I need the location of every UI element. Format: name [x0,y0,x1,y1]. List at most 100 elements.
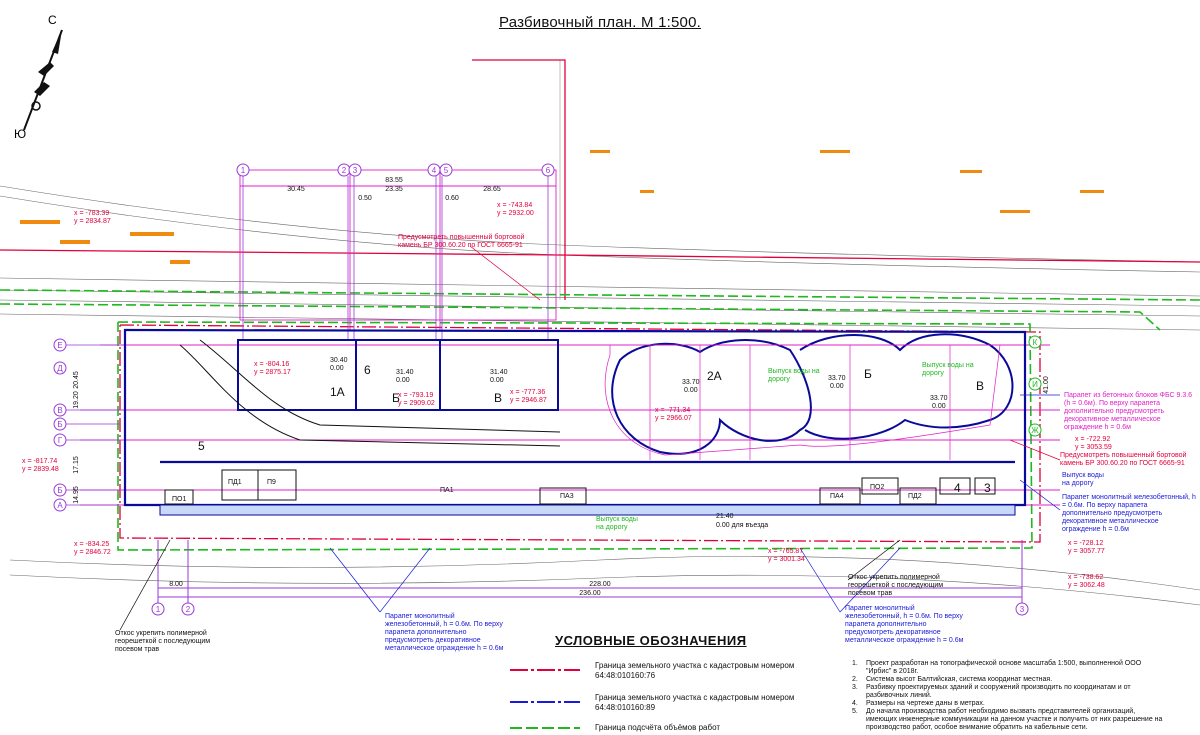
annot-parapet-blocks: Парапет из бетонных блоков ФБС 9.3.6 (h … [1064,392,1193,431]
note-4-text: Размеры на чертеже даны в метрах. [866,700,985,707]
zone-pa3: ПА3 [560,493,574,500]
left-axis-markers: Е Д В Б Г Б А [53,338,67,512]
building-labels: 1А 30.40 0.00 Б 31.40 0.00 В 31.40 0.00 … [198,357,991,495]
section-6: 6 [364,363,371,377]
bldg-v-elev: 31.40 [490,369,508,376]
bldg-b-elev: 31.40 [396,369,414,376]
building-block-left [237,339,559,411]
bldg-v2-floor: 0.00 [932,403,946,410]
legend-item-red-text: Граница земельного участка с кадастровым… [595,661,795,680]
ramp-label: 21.40 0.00 для въезда [716,513,768,529]
dim-top-b: 23.35 [385,186,403,193]
svg-text:А: А [57,501,63,510]
svg-text:В: В [57,406,62,415]
drawing-title: Разбивочный план. М 1:500. [498,14,701,31]
svg-text:Е: Е [57,341,62,350]
building-grid-lines [604,344,1001,460]
coord-9-x: x = -793.19 [398,392,433,399]
note-4-num: 4. [852,700,858,707]
svg-text:Ж: Ж [1031,426,1039,435]
zone-po1: ПО1 [172,496,186,503]
annot-slope-right: Откос укрепить полимерной георешеткой с … [848,574,944,597]
bldg-b-label: Б [392,391,400,405]
note-1-num: 1. [852,660,858,667]
dim-bottom-total: 236.00 [579,590,601,597]
coord-3-x: x = -834.25 [74,541,109,548]
ramp-elev: 21.40 [716,513,734,520]
zone-pd1: ПД1 [228,479,242,486]
retaining-wall [123,328,1027,516]
svg-text:5: 5 [444,166,449,175]
coord-3-y: y = 2846.72 [74,549,111,556]
bldg-1a-label: 1А [330,385,345,399]
coord-2-x: x = -817.74 [22,458,57,465]
bldg-v2-label: В [976,379,984,393]
coord-4-x: x = -722.92 [1075,436,1110,443]
north-arrow-icon: С Ю [14,13,63,141]
zone-pa1: ПА1 [440,487,454,494]
dim-top-c: 28.65 [483,186,501,193]
dim-left-a: 20.45 [73,371,80,389]
svg-text:4: 4 [432,166,437,175]
dim-left-d: 14.95 [73,486,80,504]
bottom-axis-markers: 1 2 3 [151,540,1029,616]
bottom-dimensions: 236.00 228.00 8.00 [169,581,611,597]
note-3-text: Разбивку проектируемых зданий и сооружен… [866,684,1131,699]
dim-left-b: 19.20 [73,391,80,409]
coord-1-x: x = -743.84 [497,202,532,209]
svg-text:К: К [1033,338,1038,347]
zone-p9: П9 [267,479,276,486]
coord-0-x: x = -783.39 [74,210,109,217]
bldg-b-floor: 0.00 [396,377,410,384]
leader-lines-black [119,539,901,631]
legend-item-green-text: Граница подсчёта объёмов работ [595,723,721,732]
legend-title: УСЛОВНЫЕ ОБОЗНАЧЕНИЯ [555,633,747,648]
annot-water-3: Выпуск воды на дорогу [596,516,638,531]
svg-text:Б: Б [57,486,62,495]
coord-8-y: y = 2875.17 [254,369,291,376]
axis-grid [65,176,549,506]
coord-11-x: x = -771.34 [655,407,690,414]
zone-pd2: ПД2 [908,493,922,500]
bldg-b2-floor: 0.00 [830,383,844,390]
svg-text:И: И [1032,380,1038,389]
lot-boundary-76 [0,59,1200,543]
legend-item-blue-text: Граница земельного участка с кадастровым… [595,693,795,712]
zone-po2: ПО2 [870,484,884,491]
coord-4-y: y = 3053.59 [1075,444,1112,451]
annot-water-1: Выпуск воды на дорогу [768,368,820,383]
south-label: Ю [14,127,26,141]
svg-text:2: 2 [342,166,347,175]
left-dimensions: 20.45 19.20 17.15 14.95 41.00 [73,371,1050,504]
svg-text:Д: Д [57,364,63,373]
compass-rose: С Ю [14,12,84,147]
section-3: 3 [984,481,991,495]
bldg-v-label: В [494,391,502,405]
annot-water-4: Выпуск воды на дорогу [1062,472,1104,487]
annot-slope-left: Откос укрепить полимерной георешеткой с … [115,630,211,653]
dim-top-d: 0.50 [358,195,372,202]
coord-11-y: y = 2966.07 [655,415,692,422]
svg-text:3: 3 [1020,605,1025,614]
note-5-text: До начала производства работ необходимо … [866,708,1163,731]
svg-text:2: 2 [186,605,191,614]
top-dimensions: 83.55 30.45 23.35 28.65 0.50 0.60 [287,177,501,202]
dim-top-total: 83.55 [385,177,403,184]
dim-right-a: 41.00 [1043,376,1050,394]
top-axis-markers: 1 2 3 4 5 6 [236,163,555,177]
bldg-2a-elev: 33.70 [682,379,700,386]
svg-text:Г: Г [58,436,63,445]
dim-top-a: 30.45 [287,186,305,193]
annot-water-2: Выпуск воды на дорогу [922,362,974,377]
coord-8-x: x = -804.16 [254,361,289,368]
dim-left-c: 17.15 [73,456,80,474]
topo-road-lines [0,60,1200,606]
lower-zone-boxes [164,469,996,505]
bldg-b2-elev: 33.70 [828,375,846,382]
annot-parapet-mono-bottom-right: Парапет монолитный железобетонный, h = 0… [845,605,964,644]
curb-leaders [469,245,1061,461]
topo-points [20,150,1104,264]
green-boundary-lines [0,289,1200,551]
bldg-v2-elev: 33.70 [930,395,948,402]
